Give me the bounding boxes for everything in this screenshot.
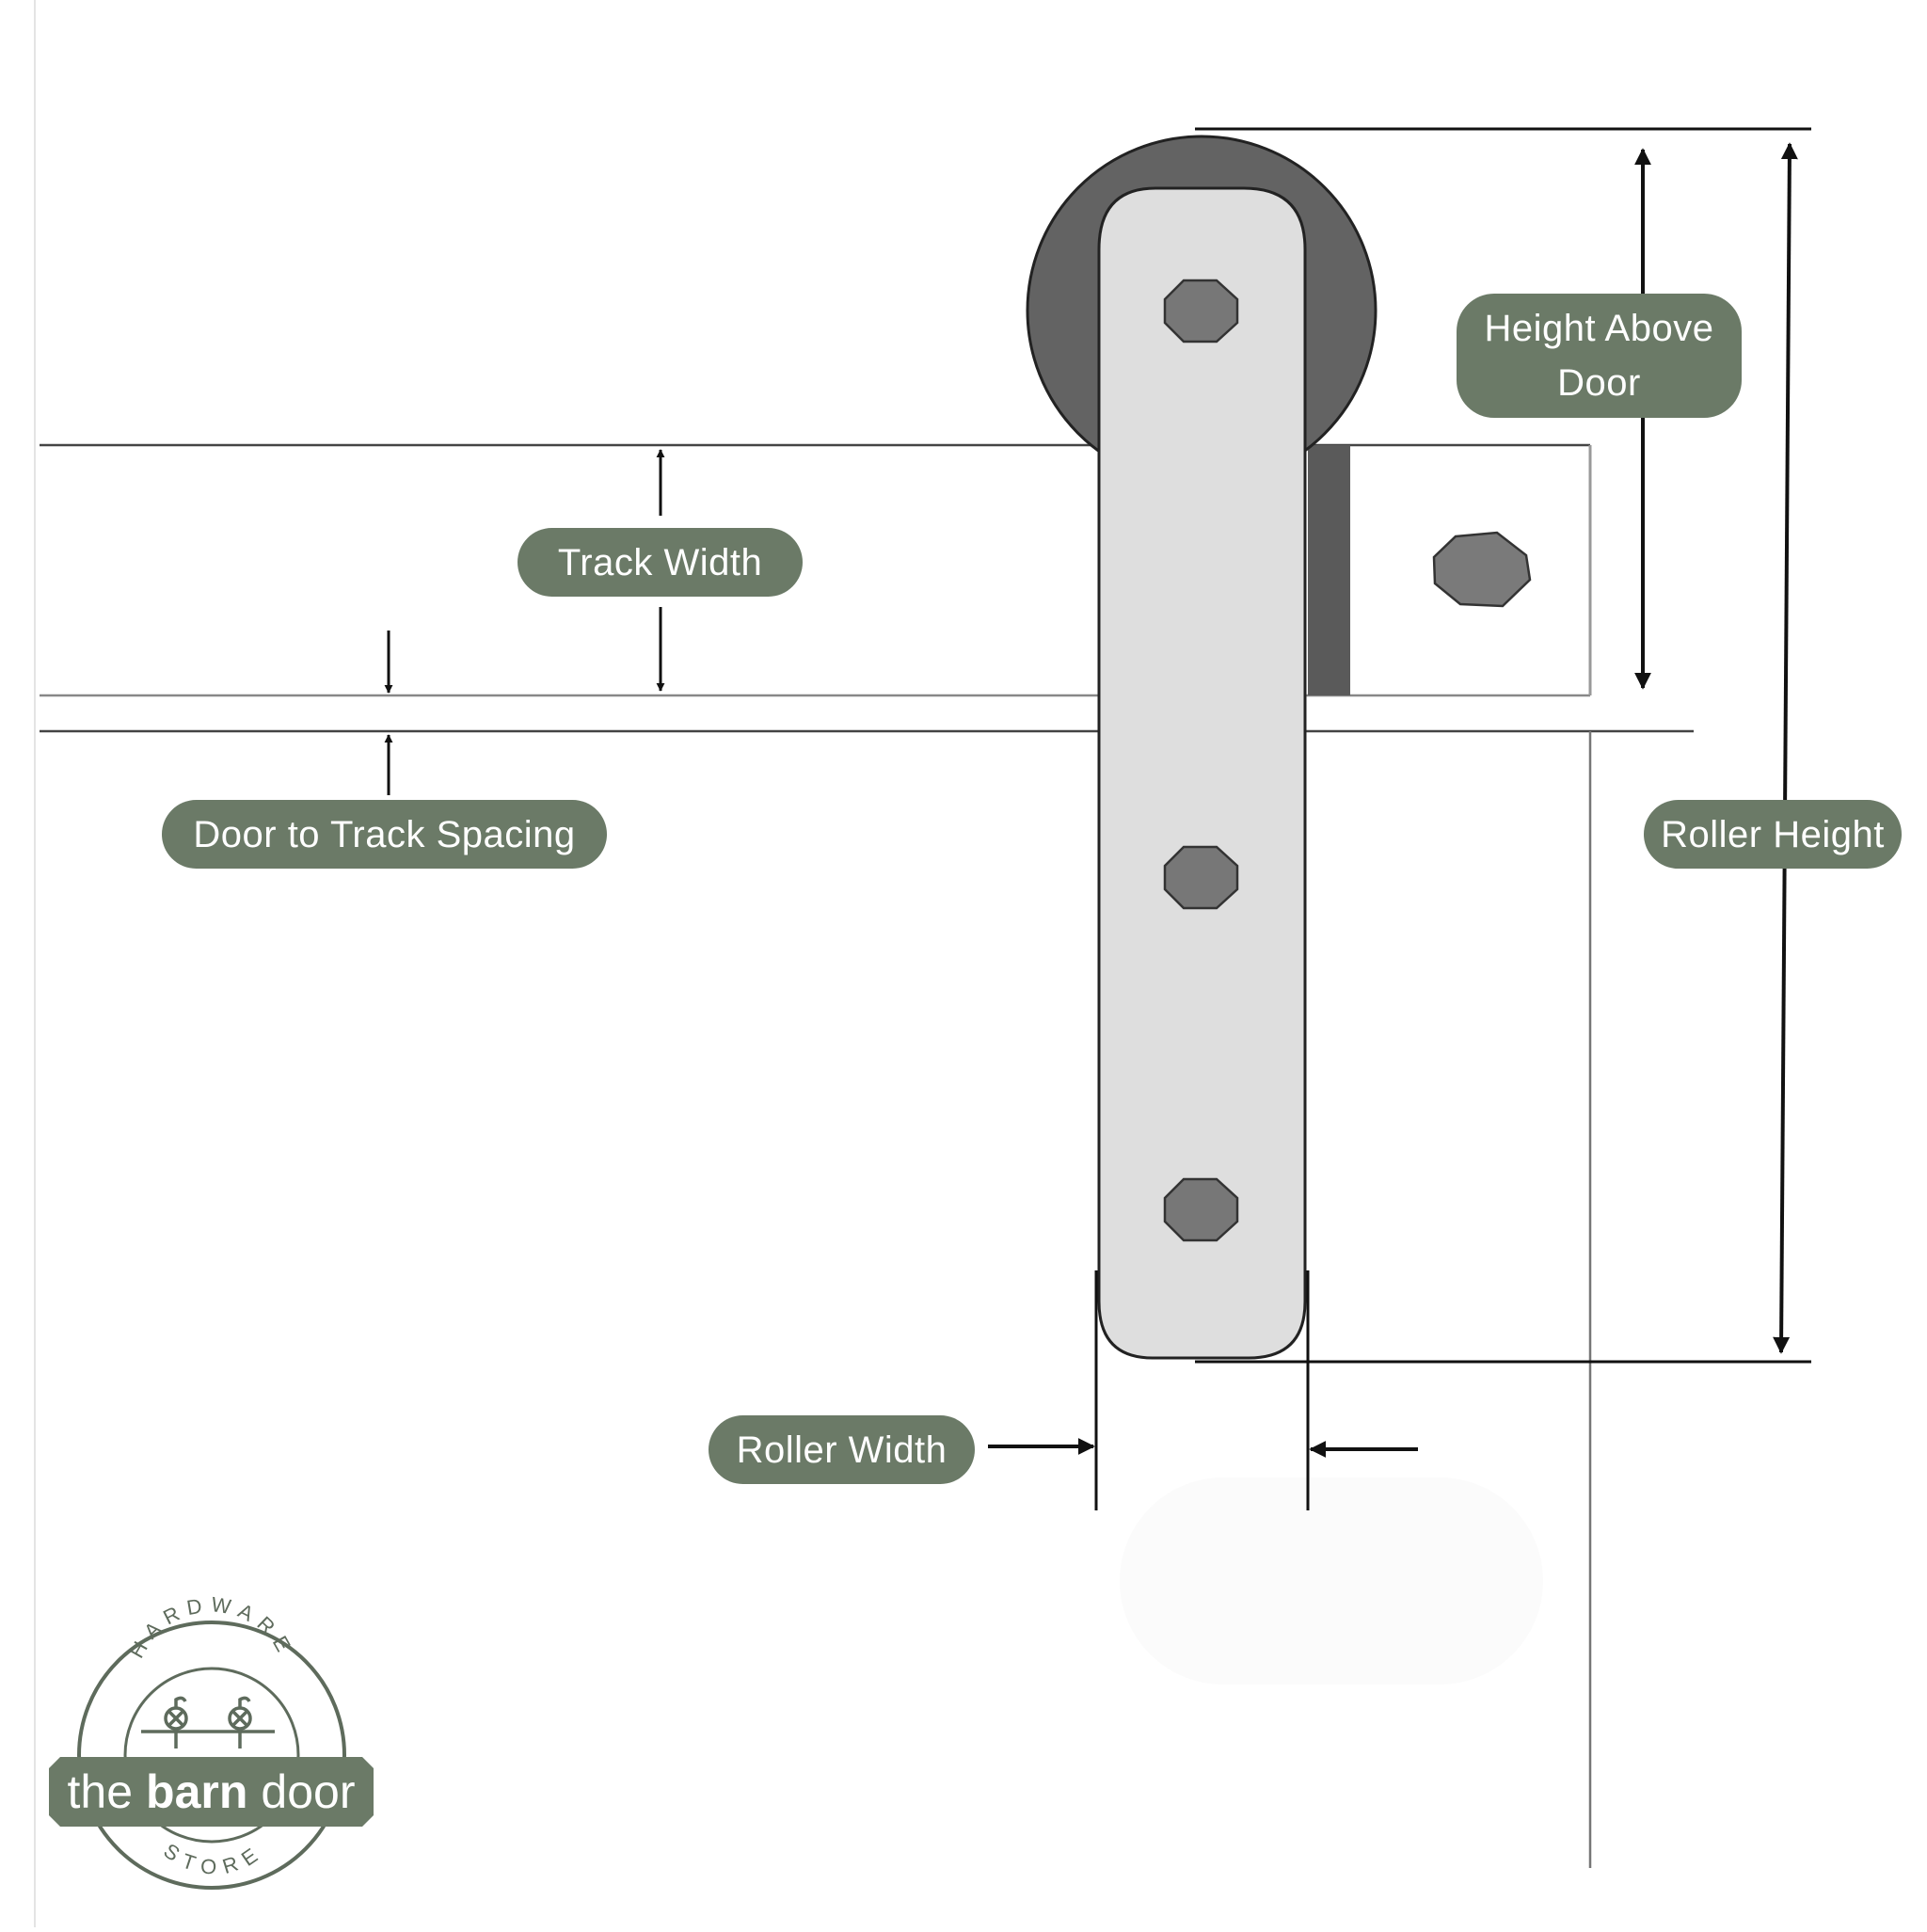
roller-strap: [1097, 186, 1307, 1360]
strap-bolt-middle: [1163, 845, 1239, 910]
logo-name-bold: barn: [146, 1765, 248, 1818]
track: [40, 443, 1592, 697]
track-bolt: [1432, 531, 1532, 608]
logo-name-prefix: the: [67, 1765, 134, 1818]
logo-name-suffix: door: [261, 1765, 356, 1818]
door-to-track-spacing-label: Door to Track Spacing: [162, 800, 607, 869]
roller-height-label: Roller Height: [1644, 800, 1902, 869]
track-width-label: Track Width: [518, 528, 803, 597]
roller-height-arrow: [1773, 142, 1798, 1354]
roller-width-label: Roller Width: [709, 1415, 975, 1484]
height-above-door-label: Height Above Door: [1457, 294, 1742, 418]
strap-bolt-top: [1163, 279, 1239, 343]
logo-rollers-icon: [141, 1696, 275, 1748]
barn-door-store-logo: HARDWARE STORE: [77, 1592, 346, 1890]
strap-bolt-bottom: [1163, 1177, 1239, 1242]
